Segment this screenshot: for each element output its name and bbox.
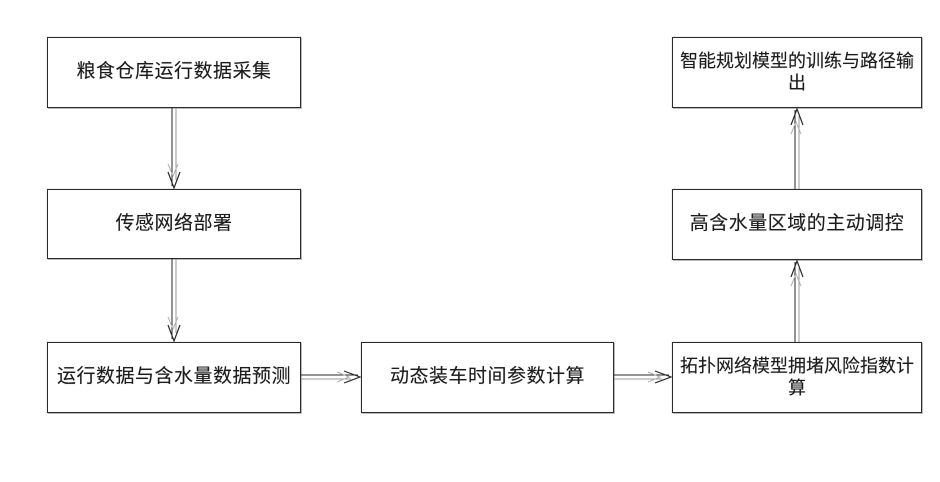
right-arrow-icon	[614, 370, 672, 384]
right-arrow-icon	[301, 370, 361, 384]
node-grain-warehouse-data-collection: 粮食仓库运行数据采集	[47, 37, 301, 108]
node-high-moisture-area-active-regulation: 高含水量区域的主动调控	[672, 189, 922, 260]
node-operation-moisture-data-prediction: 运行数据与含水量数据预测	[47, 342, 301, 413]
node-intelligent-planning-model-training-output: 智能规划模型的训练与路径输出	[672, 37, 922, 108]
down-arrow-icon	[167, 259, 181, 342]
up-arrow-icon	[790, 108, 804, 189]
node-sensor-network-deployment: 传感网络部署	[47, 189, 301, 259]
node-topology-congestion-risk-index-calc: 拓扑网络模型拥堵风险指数计算	[672, 342, 922, 413]
node-dynamic-loading-time-parameter-calc: 动态装车时间参数计算	[361, 342, 614, 413]
down-arrow-icon	[167, 108, 181, 189]
up-arrow-icon	[790, 260, 804, 342]
